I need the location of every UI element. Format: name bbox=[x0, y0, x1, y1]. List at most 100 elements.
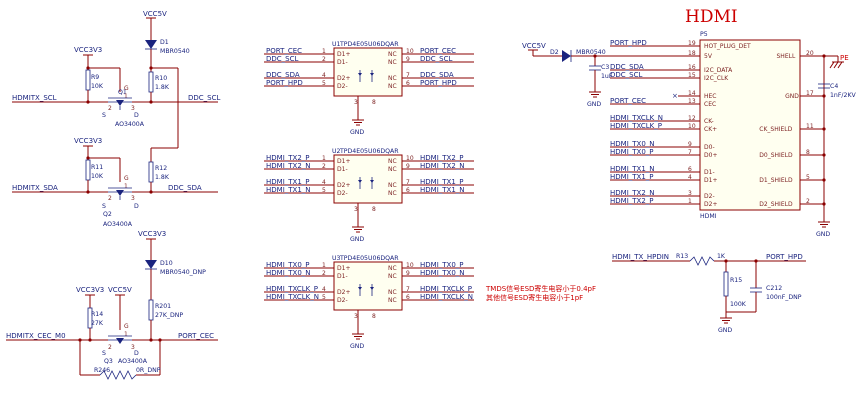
esd-nc-name: NC bbox=[388, 289, 397, 296]
r13-ref: R13 bbox=[676, 253, 688, 260]
connector-right-pin: 17 bbox=[806, 90, 814, 97]
esd-ref: U1 bbox=[332, 41, 341, 48]
connector-right-name: D2_SHIELD bbox=[759, 201, 793, 208]
r15-resistor bbox=[723, 271, 729, 297]
q3-ref: Q3 bbox=[104, 358, 113, 365]
vcc3v3-label-1: VCC3V3 bbox=[74, 46, 102, 54]
esd-gnd-pin: 8 bbox=[372, 313, 376, 320]
q2-pin-3: 3 bbox=[131, 195, 135, 202]
connector-net: HDMI_TX0_P bbox=[610, 148, 654, 156]
esd-right-net: HDMI_TXCLK_N bbox=[420, 293, 473, 301]
esd-pin-name: D1- bbox=[337, 273, 348, 280]
connector-pin-name: CEC bbox=[704, 101, 716, 108]
p5-connector-body bbox=[699, 39, 801, 211]
r11-val: 10K bbox=[91, 173, 104, 180]
vcc3v3-label-2: VCC3V3 bbox=[74, 137, 102, 145]
connector-pin: 13 bbox=[688, 98, 696, 105]
cec-in-net: HDMITX_CEC_M0 bbox=[6, 332, 66, 340]
esd-left-pin: 5 bbox=[322, 80, 326, 87]
page-title: HDMI bbox=[685, 7, 738, 27]
esd-pin-name: D2+ bbox=[337, 289, 350, 296]
r12-ref: R12 bbox=[155, 165, 167, 172]
vcc3v3-label-4: VCC3V3 bbox=[76, 286, 104, 294]
esd-right-net: DDC_SDA bbox=[420, 71, 454, 79]
r11-ref: R11 bbox=[91, 164, 103, 171]
r246-ref: R246 bbox=[94, 367, 110, 374]
r9-val: 10K bbox=[91, 83, 104, 90]
connector-right-name: CK_SHIELD bbox=[759, 126, 792, 133]
esd-right-net: PORT_HPD bbox=[420, 79, 457, 87]
r10-resistor bbox=[148, 71, 154, 93]
esd-left-net: DDC_SDA bbox=[266, 71, 300, 79]
connector-pin: 1 bbox=[688, 198, 692, 205]
c4-val: 1nF/2KV bbox=[830, 92, 856, 99]
hpd-out-net: PORT_HPD bbox=[766, 253, 803, 261]
esd-body bbox=[333, 154, 403, 204]
q3-pin-d: D bbox=[134, 350, 139, 357]
esd-right-pin: 6 bbox=[406, 294, 410, 301]
esd-internal-diode bbox=[370, 73, 374, 76]
r201-val: 27K_DNP bbox=[155, 312, 183, 319]
esd-left-pin: 4 bbox=[322, 179, 326, 186]
connector-net: HDMI_TXCLK_N bbox=[610, 114, 663, 122]
no-connect-mark: × bbox=[672, 92, 678, 100]
q1-pin-s: S bbox=[102, 112, 106, 119]
d1-diode-symbol bbox=[145, 40, 157, 49]
r15-val: 100K bbox=[730, 301, 747, 308]
connector-pin-name: D1+ bbox=[704, 177, 717, 184]
esd-nc-name: NC bbox=[388, 59, 397, 66]
esd-pin-name: D1- bbox=[337, 59, 348, 66]
esd-internal-diode bbox=[358, 287, 362, 290]
vcc5v-label-2: VCC5V bbox=[108, 286, 132, 294]
connector-right-pin: 8 bbox=[806, 149, 810, 156]
q1-part: AO3400A bbox=[115, 121, 145, 128]
esd-pin-name: D2+ bbox=[337, 75, 350, 82]
q3-pin-2: 2 bbox=[108, 344, 112, 351]
r15-ref: R15 bbox=[730, 277, 742, 284]
esd-left-pin: 5 bbox=[322, 294, 326, 301]
esd-right-net: HDMI_TX1_N bbox=[420, 186, 465, 194]
connector-net: HDMI_TX1_N bbox=[610, 165, 655, 173]
q2-pin-1: 1 bbox=[124, 183, 128, 190]
connector-right-pin: 20 bbox=[806, 50, 814, 57]
esd-right-net: HDMI_TX0_N bbox=[420, 269, 465, 277]
connector-right-name: GND bbox=[785, 93, 799, 100]
esd-left-pin: 1 bbox=[322, 155, 326, 162]
esd-nc-name: NC bbox=[388, 51, 397, 58]
esd-left-pin: 2 bbox=[322, 163, 326, 170]
q1-pin-d: D bbox=[134, 112, 139, 119]
hpd-in-net: HDMI_TX_HPDIN bbox=[612, 253, 669, 261]
d1-ref: D1 bbox=[160, 39, 169, 46]
r201-ref: R201 bbox=[155, 303, 171, 310]
esd-body bbox=[333, 47, 403, 97]
level-shifter-block: VCC5V D1 MBR0540 VCC3V3 R9 10K Q1 G 1 bbox=[6, 10, 220, 380]
connector-pin: 15 bbox=[688, 72, 696, 79]
connector-right-pin: 5 bbox=[806, 174, 810, 181]
esd-right-pin: 10 bbox=[406, 48, 414, 55]
esd-internal-diode bbox=[370, 287, 374, 290]
r9-resistor bbox=[85, 69, 91, 91]
connector-net: DDC_SDA bbox=[610, 63, 644, 71]
gnd-label-c3: GND bbox=[587, 101, 601, 108]
esd-left-net: HDMI_TX0_P bbox=[266, 261, 310, 269]
esd-part: TPD4E05U06DQAR bbox=[339, 255, 399, 262]
q1-ref: Q1 bbox=[118, 89, 127, 96]
gnd-label-r15: GND bbox=[718, 327, 732, 334]
connector-pin: 7 bbox=[688, 149, 692, 156]
vcc5v-label: VCC5V bbox=[143, 10, 167, 18]
esd-nc-name: NC bbox=[388, 273, 397, 280]
gnd-label-shield: GND bbox=[816, 231, 830, 238]
connector-net: PORT_CEC bbox=[610, 97, 646, 105]
connector-pin-name: D2- bbox=[704, 193, 715, 200]
esd-right-pin: 7 bbox=[406, 179, 410, 186]
esd-nc-name: NC bbox=[388, 190, 397, 197]
connector-pin: 12 bbox=[688, 115, 696, 122]
esd-left-net: PORT_HPD bbox=[266, 79, 303, 87]
c3-ref: C3 bbox=[601, 64, 609, 71]
connector-right-pin: 2 bbox=[806, 198, 810, 205]
esd-left-net: HDMI_TX1_N bbox=[266, 186, 311, 194]
esd-left-net: HDMI_TXCLK_N bbox=[266, 293, 319, 301]
esd-nc-name: NC bbox=[388, 182, 397, 189]
q3-pin-3: 3 bbox=[131, 344, 135, 351]
